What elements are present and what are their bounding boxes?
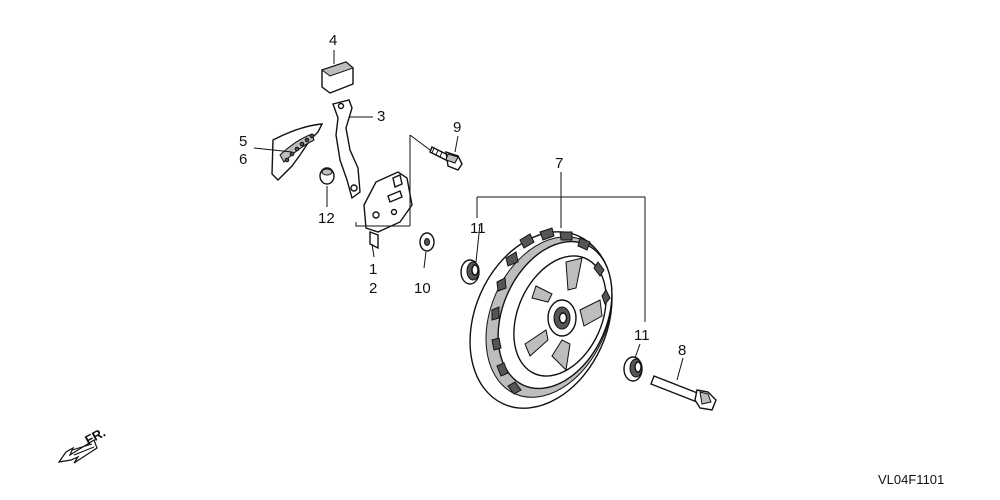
sector-teeth (284, 133, 315, 163)
wheel-tread (491, 227, 611, 395)
callout-9: 9 (453, 119, 461, 136)
callout-1: 1 (369, 261, 377, 278)
part-12-collar (319, 167, 335, 185)
arrow-down-left-icon (57, 439, 98, 464)
part-10-washer (419, 232, 435, 252)
drawing-code: VL04F1101 (878, 472, 944, 487)
callout-11-right: 11 (634, 327, 650, 344)
callout-4: 4 (329, 32, 337, 49)
part-9-bolt (429, 146, 463, 171)
part-4-pad (320, 61, 354, 94)
callout-11-left: 11 (470, 220, 486, 237)
callout-5: 5 (239, 133, 247, 150)
callout-7: 7 (555, 155, 563, 172)
part-5-6-sector (271, 123, 324, 181)
callout-12: 12 (318, 210, 335, 227)
front-direction-indicator: FR. (57, 425, 108, 464)
callout-3: 3 (377, 108, 385, 125)
callout-2: 2 (369, 280, 377, 297)
callout-10: 10 (414, 280, 431, 297)
callout-8: 8 (678, 342, 686, 359)
leader-lines (253, 50, 684, 381)
part-7-wheel (469, 227, 613, 409)
wheel-spokes (524, 257, 603, 372)
part-8-axle-bolt (650, 375, 717, 411)
part-1-2-bracket (363, 171, 413, 250)
part-11-bushing-left (460, 259, 480, 285)
part-3-lever (332, 99, 361, 200)
callout-labels: 1 2 3 4 5 6 7 8 9 10 11 11 12 (239, 32, 686, 359)
part-11-bushing-right (623, 356, 643, 382)
callout-6: 6 (239, 151, 247, 168)
